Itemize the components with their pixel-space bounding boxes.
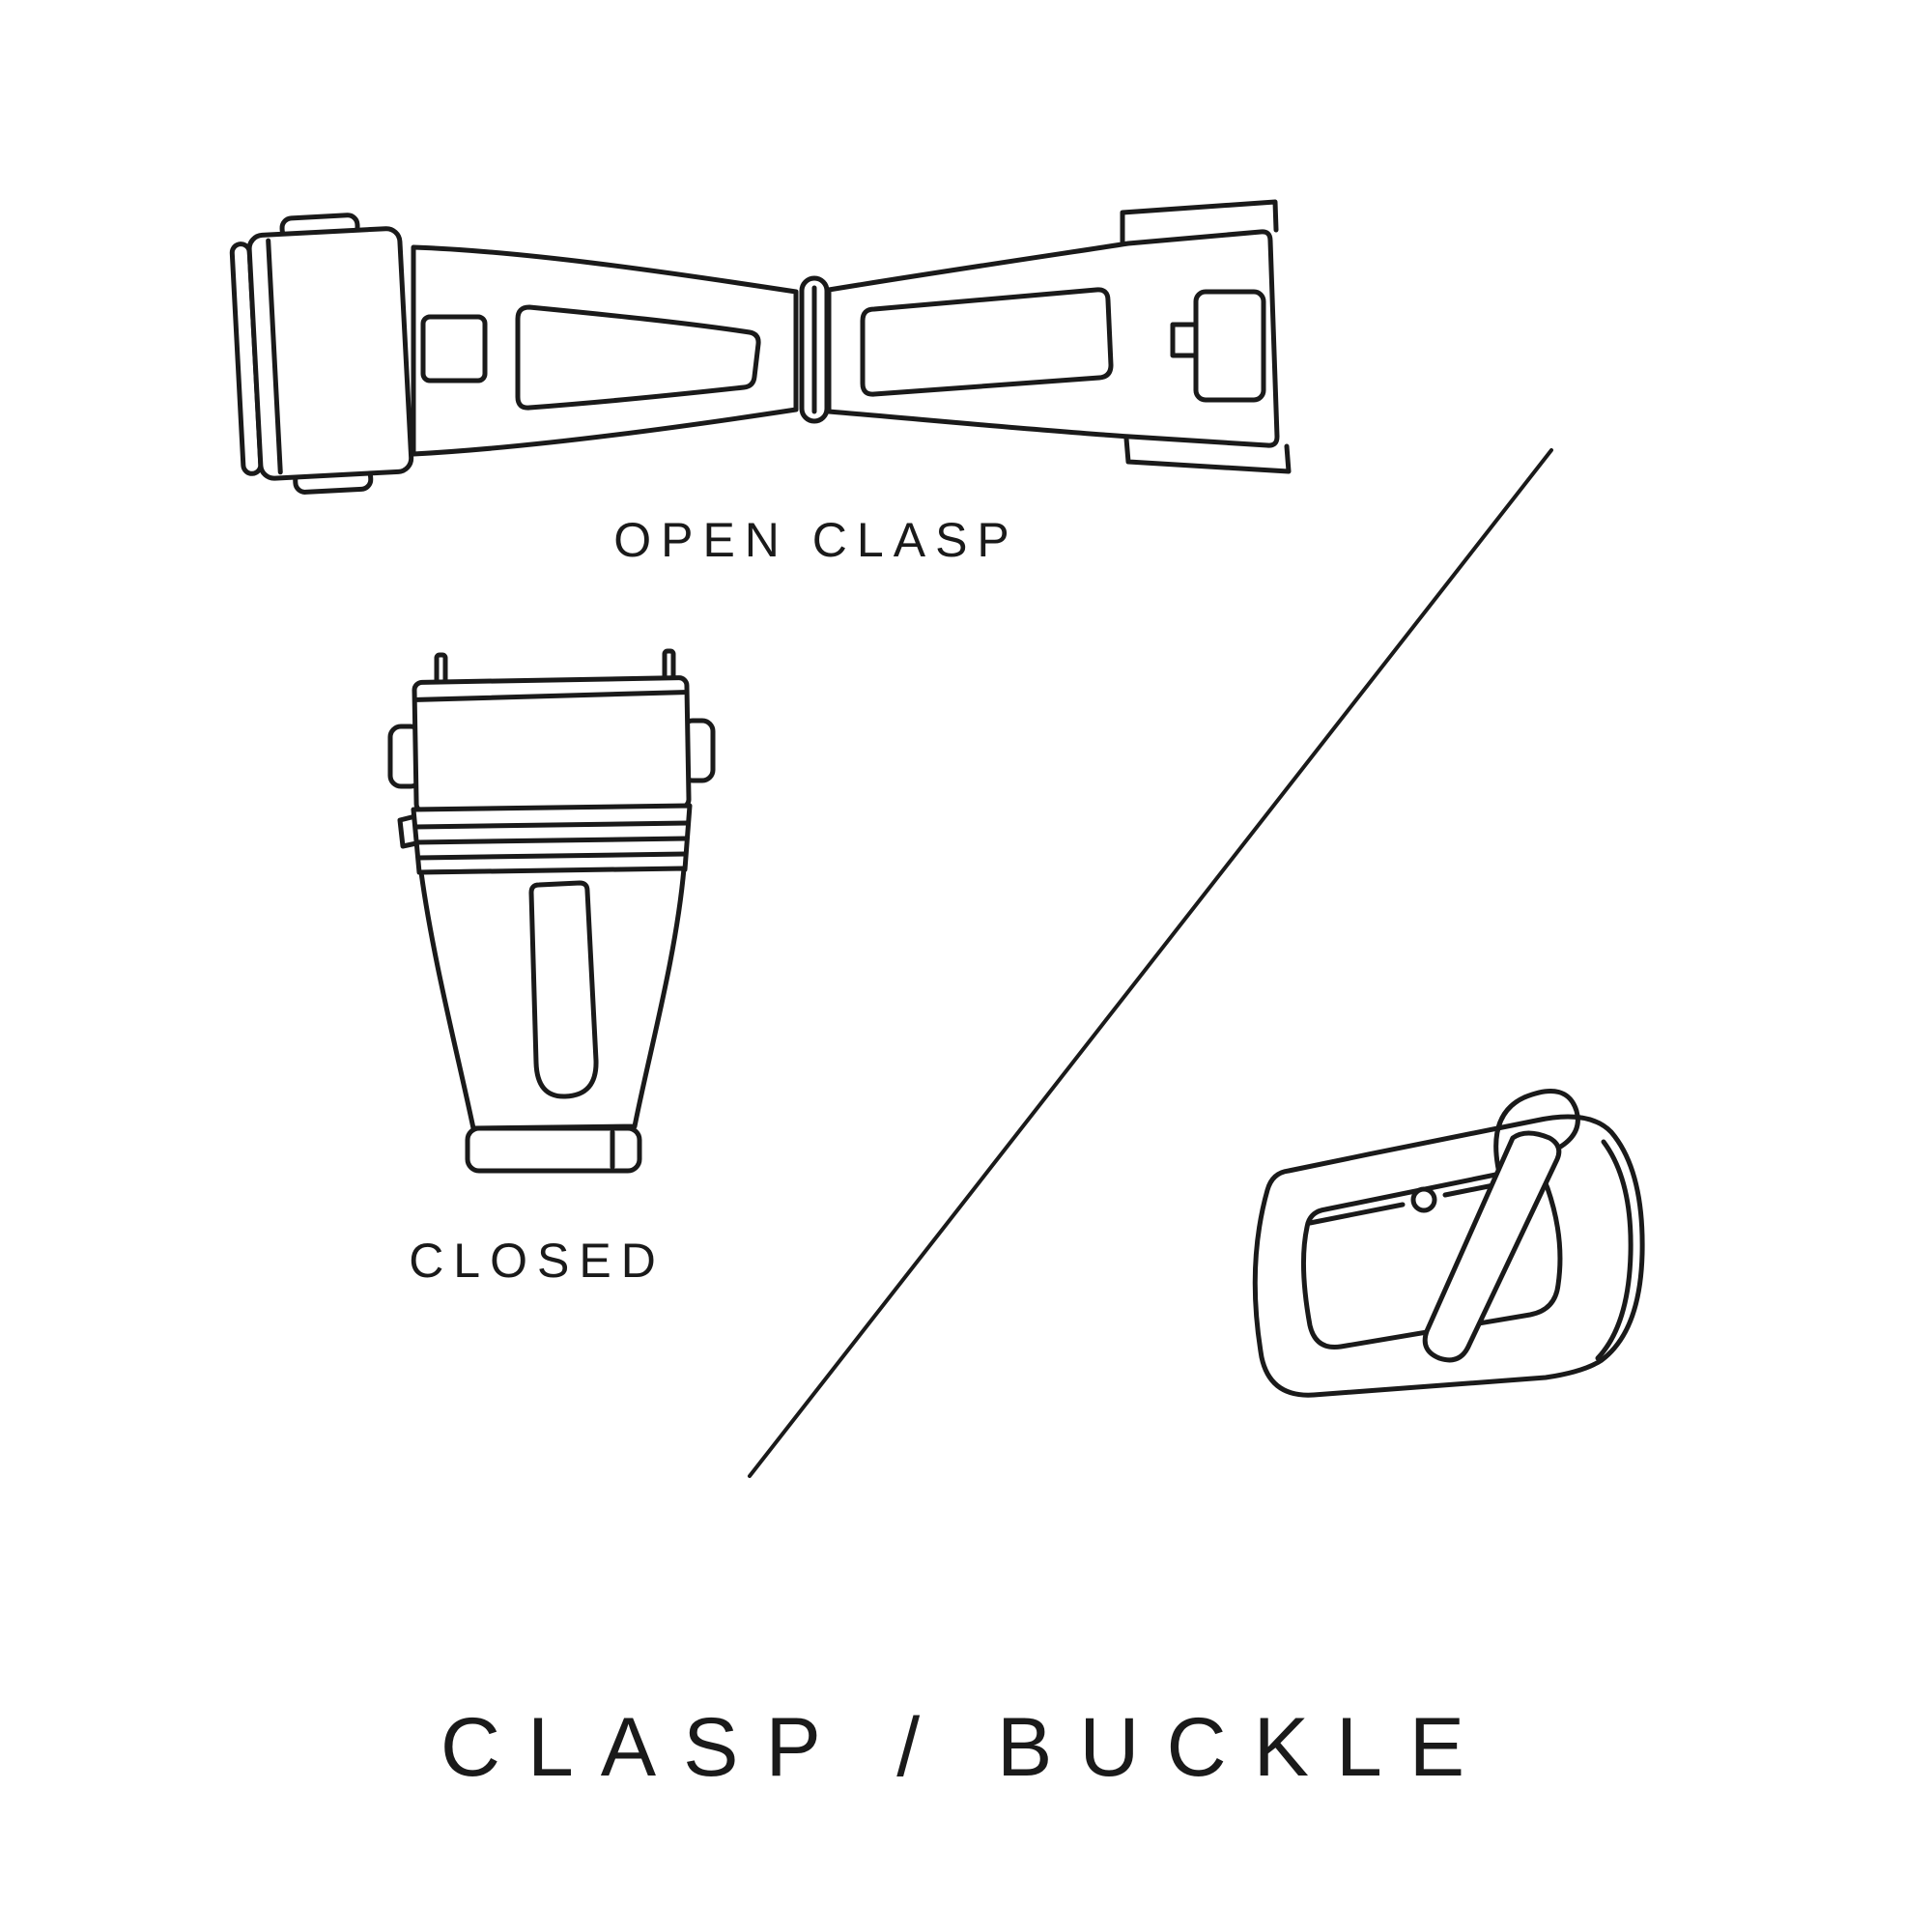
- page-title: CLASP / BUCKLE: [440, 1701, 1492, 1794]
- buckle-tang-loop: [1493, 1089, 1580, 1191]
- open-clasp-right-catch-notch: [1170, 322, 1199, 358]
- closed-clasp-label: CLOSED: [409, 1234, 666, 1288]
- buckle-frame-thickness-line: [1595, 1139, 1634, 1361]
- closed-clasp-band-line-2: [413, 836, 690, 845]
- closed-clasp-illustration: [387, 648, 716, 1174]
- buckle-pin-bar-left: [1307, 1202, 1406, 1226]
- closed-clasp-band-line-1: [412, 820, 691, 830]
- open-clasp-right-bottom-plate: [1123, 436, 1292, 474]
- closed-clasp-body-slot: [528, 880, 599, 1099]
- buckle-illustration: [1252, 1089, 1645, 1398]
- buckle-pin-collar: [1410, 1186, 1437, 1213]
- open-clasp-right-top-plate: [1120, 199, 1279, 244]
- open-clasp-left-end-piece: [229, 213, 414, 495]
- closed-clasp-band-line-3: [415, 851, 689, 861]
- open-clasp-catch-loop: [420, 314, 488, 384]
- divider-line: [748, 448, 1553, 1478]
- open-clasp-illustration: [229, 199, 1292, 495]
- open-clasp-label: OPEN CLASP: [613, 513, 1019, 567]
- open-clasp-right-arm-window: [860, 287, 1114, 397]
- open-clasp-left-body: [246, 226, 414, 481]
- closed-clasp-left-notch: [397, 813, 419, 849]
- open-clasp-left-arm-window: [515, 304, 761, 411]
- closed-clasp-top-block-line: [414, 690, 687, 702]
- closed-clasp-bottom-bar: [465, 1125, 642, 1174]
- open-clasp-left-body-line: [266, 238, 283, 475]
- open-clasp-right-catch: [1193, 289, 1266, 403]
- buckle-tang: [1422, 1130, 1562, 1363]
